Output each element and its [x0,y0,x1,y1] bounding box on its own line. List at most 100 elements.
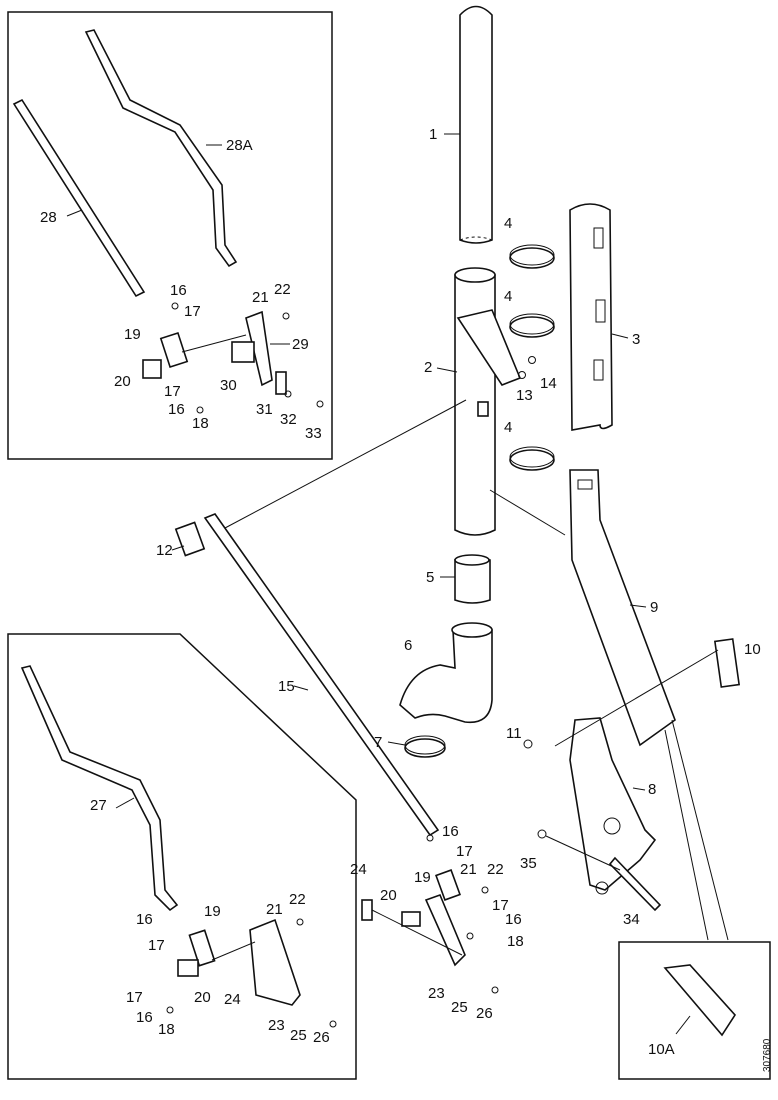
callout-16e: 16 [136,911,153,928]
callout-17f: 17 [126,989,143,1006]
callout-16d: 16 [505,911,522,928]
callout-16b: 16 [168,401,185,418]
callout-2: 2 [424,359,458,376]
callout-19a: 19 [124,326,141,343]
callout-16f: 16 [136,1009,153,1026]
callout-21b: 21 [460,861,477,878]
callout-30: 30 [220,377,237,394]
callout-35: 35 [520,855,537,872]
callout-26a: 26 [476,1005,493,1022]
callout-21c: 21 [266,901,283,918]
svg-text:7: 7 [374,734,382,751]
svg-text:16: 16 [170,282,187,299]
callout-20b: 20 [380,887,397,904]
callout-10: 10 [744,641,761,658]
callout-20a: 20 [114,373,131,390]
callout-19c: 19 [204,903,221,920]
callout-13: 13 [516,387,533,404]
callout-22b: 22 [487,861,504,878]
callout-24a: 24 [350,861,367,878]
svg-text:15: 15 [278,678,295,695]
callout-33: 33 [305,425,322,442]
callout-31: 31 [256,401,273,418]
part-27-bent-rod [20,665,179,912]
callout-4c: 4 [504,419,512,436]
callout-17c: 17 [456,843,473,860]
svg-text:12: 12 [156,542,173,559]
inset-box-top-left [7,11,333,460]
part-12-clip [174,521,206,557]
callout-6: 6 [404,637,412,654]
callout-28: 28 [40,209,83,226]
part-8-mount-plate [569,717,657,895]
callout-4b: 4 [504,288,512,305]
part-20-block-inset [177,959,199,977]
callout-28a: 28A [206,137,253,154]
part-24-plate-inset [249,918,301,1006]
callout-4a: 4 [504,215,512,232]
part-4-clamp-upper [509,244,555,269]
callout-17e: 17 [148,937,165,954]
fasteners [166,302,547,1028]
svg-text:8: 8 [648,781,656,798]
svg-text:5: 5 [426,569,434,586]
callout-18c: 18 [158,1021,175,1038]
part-20-block-main [401,911,421,927]
callout-17d: 17 [492,897,509,914]
part-10a-bracket [663,964,737,1037]
svg-text:28A: 28A [226,137,253,154]
part-23-lever-main [424,893,466,967]
part-3-shield [569,203,613,431]
callout-32: 32 [280,411,297,428]
callout-3: 3 [611,331,640,348]
part-15-rod [203,513,440,837]
callout-23a: 23 [428,985,445,1002]
callout-11: 11 [506,725,522,742]
part-28-rod [12,98,146,298]
part-30-plate [231,341,255,363]
part-10-bolt-bracket [713,638,741,688]
part-19-block-top [159,331,189,369]
part-20-block-top [142,359,162,379]
svg-text:9: 9 [650,599,658,616]
part-9-bracket [569,469,676,747]
callout-20c: 20 [194,989,211,1006]
callout-5: 5 [426,569,455,586]
callout-10a: 10A [648,1015,691,1058]
callout-22c: 22 [289,891,306,908]
callout-14: 14 [540,375,557,392]
part-5-sleeve [454,554,491,604]
part-29-lever [245,310,273,387]
callout-8: 8 [632,781,656,798]
part-19-block-main [435,869,461,901]
part-28a-bent-rod [84,29,238,268]
part-2-main-tube [454,267,522,536]
callout-34: 34 [623,911,640,928]
callout-12: 12 [156,542,185,559]
part-24-plate-main [361,899,373,921]
callout-19b: 19 [414,869,431,886]
callout-15: 15 [278,678,309,695]
callout-22a: 22 [274,281,291,298]
callout-16a: 16 [170,282,187,299]
callout-24b: 24 [224,991,241,1008]
inset-box-bottom-left [7,633,357,1080]
callout-18a: 18 [192,415,209,432]
svg-text:3: 3 [632,331,640,348]
assembly-lines [181,334,729,961]
svg-text:1: 1 [429,126,437,143]
callout-1: 1 [429,126,460,143]
part-4-clamp-lower [509,446,555,471]
part-7-band-clamp [404,735,446,758]
callout-29: 29 [270,336,309,353]
callout-25a: 25 [451,999,468,1016]
callout-25b: 25 [290,1027,307,1044]
callout-27: 27 [90,797,135,814]
callout-23b: 23 [268,1017,285,1034]
part-19-block-inset [188,929,216,967]
reference-number: 307680 [762,1038,773,1072]
svg-text:29: 29 [292,336,309,353]
callout-21a: 21 [252,289,269,306]
callout-16c: 16 [442,823,459,840]
